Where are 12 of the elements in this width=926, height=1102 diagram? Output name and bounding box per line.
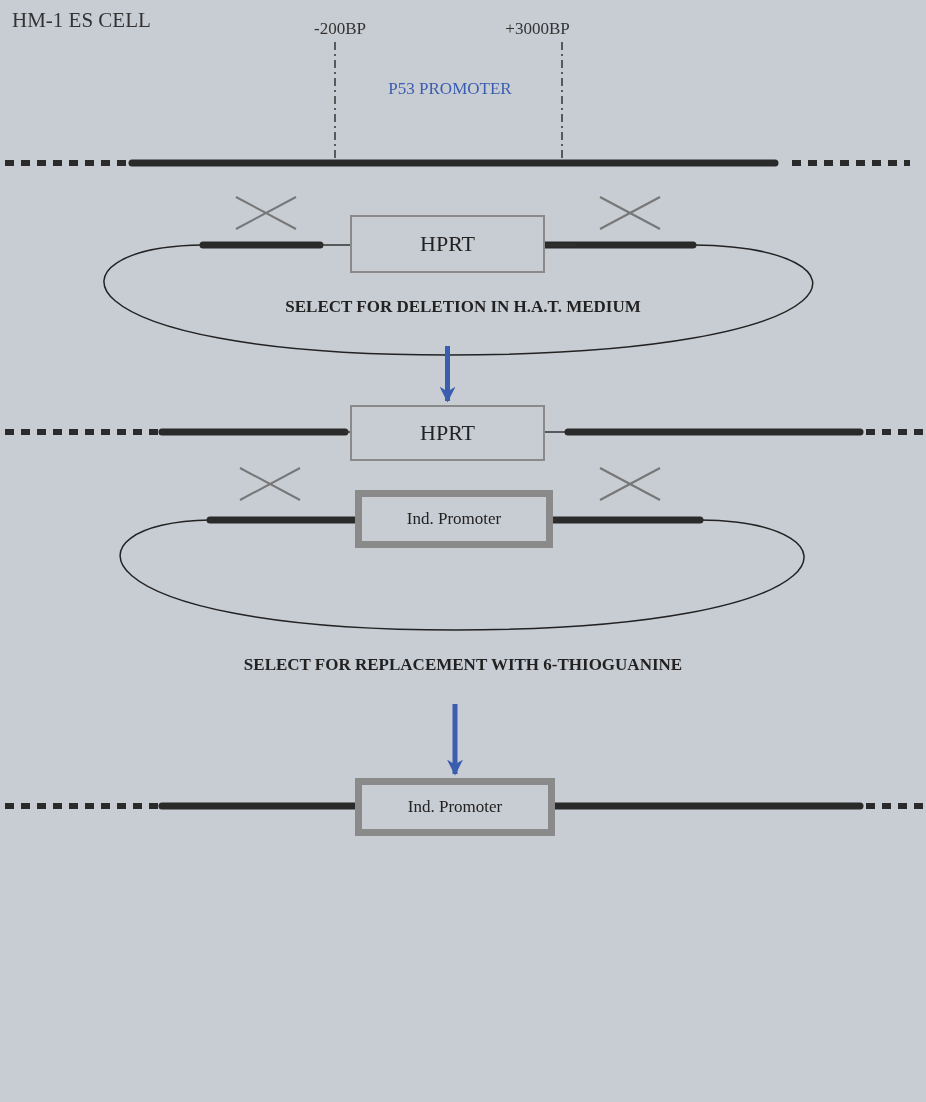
arrow: [439, 346, 456, 403]
arrow: [447, 704, 463, 776]
gene-box: Ind. Promoter: [355, 490, 553, 548]
gene-box: Ind. Promoter: [355, 778, 555, 836]
gene-box: HPRT: [350, 405, 545, 461]
position-label: -200BP: [313, 18, 367, 40]
step-text: SELECT FOR DELETION IN H.A.T. MEDIUM: [250, 296, 676, 318]
title: HM-1 ES CELL: [12, 8, 151, 33]
step-text: SELECT FOR REPLACEMENT WITH 6-THIOGUANINE: [230, 654, 696, 676]
position-label: +3000BP: [504, 18, 571, 40]
gene-box: HPRT: [350, 215, 545, 273]
promoter-label: P53 PROMOTER: [387, 78, 513, 100]
